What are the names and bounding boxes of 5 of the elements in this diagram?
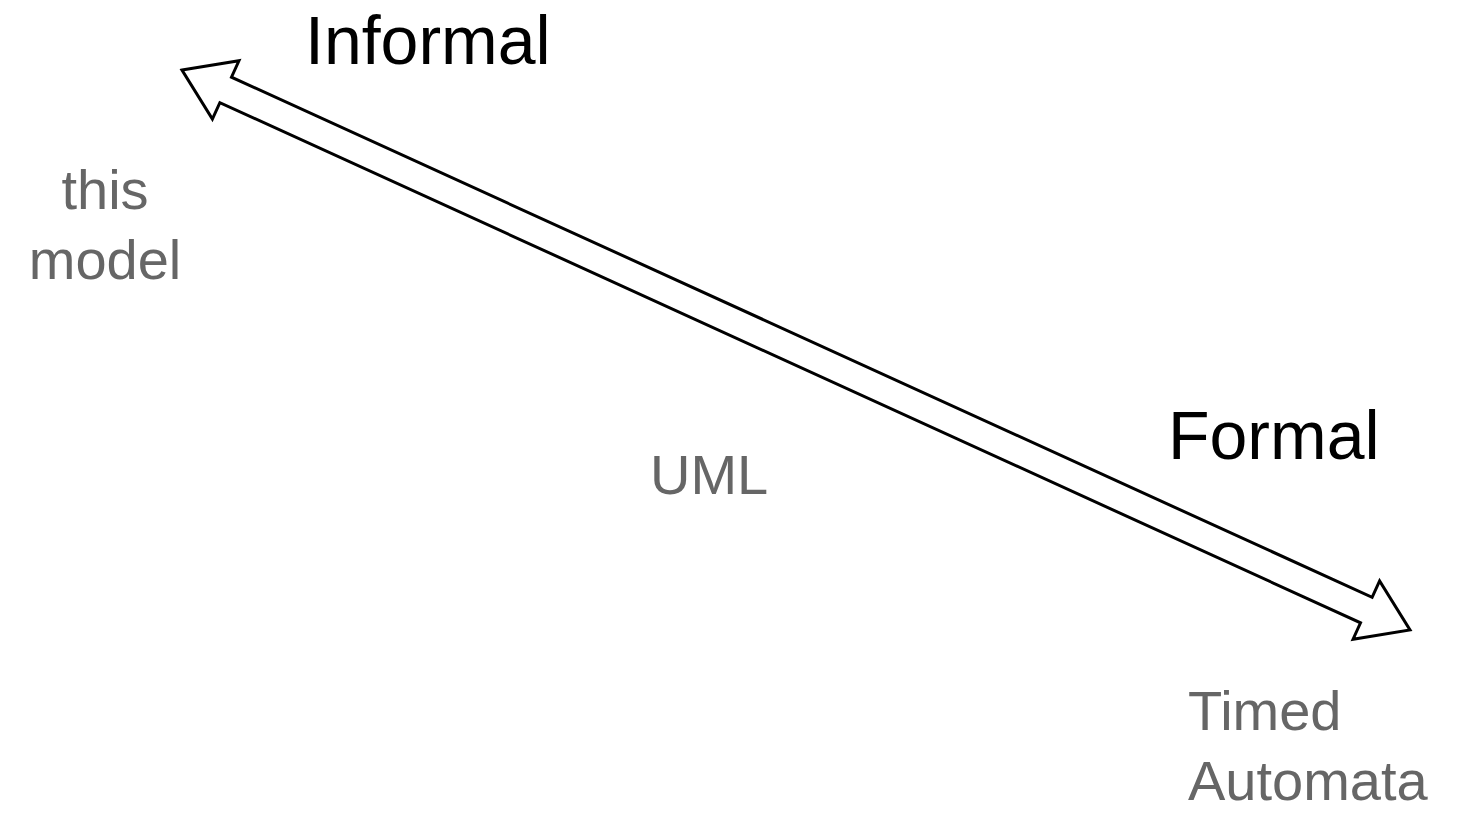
scale-end-label: Formal: [1168, 396, 1380, 475]
example-label: Timed Automata: [1188, 678, 1429, 813]
example-label: this model: [27, 157, 183, 293]
scale-end-label: Informal: [305, 1, 551, 80]
example-label: UML: [650, 442, 769, 508]
